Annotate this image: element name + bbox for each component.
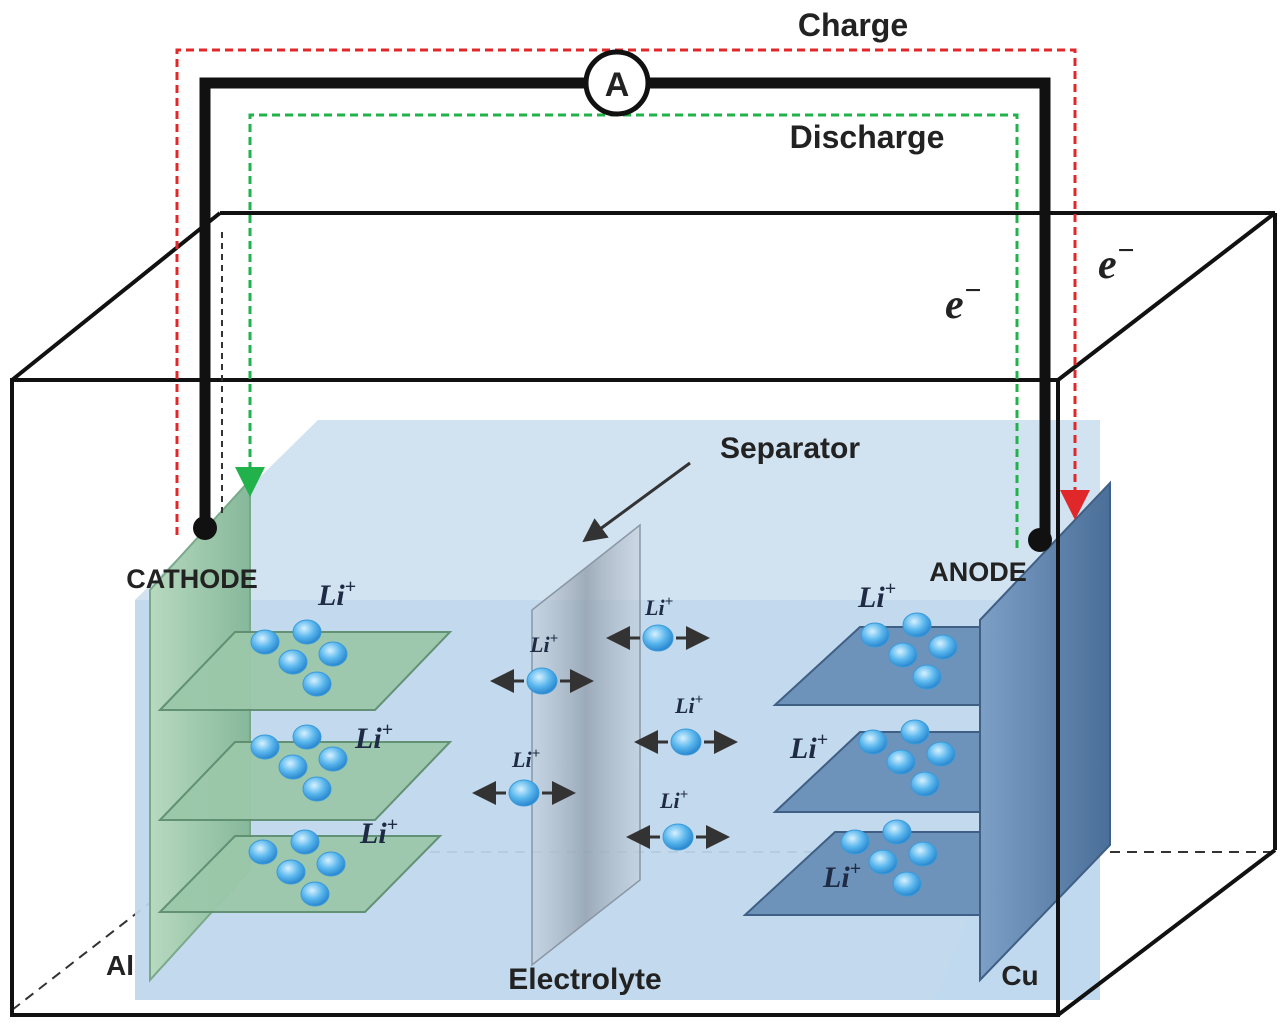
li-ion-particle [302, 671, 332, 697]
li-ion-label: Li+ [354, 719, 393, 755]
cell-box-front [10, 378, 1060, 1017]
li-ion-particle [886, 749, 916, 775]
li-ion-particle [292, 724, 322, 750]
li-ion-particle [316, 851, 346, 877]
li-ion-particle [642, 624, 674, 652]
li-ion-particle [278, 649, 308, 675]
li-ion-particle [278, 754, 308, 780]
li-ion-particle [840, 829, 870, 855]
electron-label-inner: e− [945, 274, 982, 328]
li-ion-particle [892, 871, 922, 897]
li-ion-motion-arrows [472, 626, 738, 849]
li-ion-particle [670, 728, 702, 756]
li-ion-particle [902, 612, 932, 638]
li-ion-particles [248, 612, 958, 907]
anode-label: ANODE [929, 557, 1027, 587]
li-ion-particle [250, 629, 280, 655]
li-ion-label: Li+ [317, 576, 356, 612]
electrolyte-label: Electrolyte [508, 963, 661, 996]
al-collector-label: Al [106, 950, 134, 981]
li-ion-label: Li+ [644, 594, 673, 620]
li-ion-particle [910, 771, 940, 797]
li-ion-particle [292, 619, 322, 645]
li-ion-particle [302, 776, 332, 802]
electron-label-outer: e− [1098, 234, 1135, 288]
cathode-label: CATHODE [126, 564, 258, 594]
cell-box-bottom-right-edge [1056, 848, 1277, 1017]
discharge-label: Discharge [790, 119, 945, 155]
ammeter-label: A [605, 66, 630, 104]
li-ion-particle [318, 746, 348, 772]
li-ion-particle [508, 779, 540, 807]
separator-pointer-arrow [582, 461, 691, 543]
li-ion-particle [858, 729, 888, 755]
li-ion-particle [318, 641, 348, 667]
li-ion-particle [882, 819, 912, 845]
li-ion-particle [250, 734, 280, 760]
li-ion-labels: Li+ Li+ Li+ Li+ Li+ Li+ Li+ Li+ Li+ Li+ … [317, 576, 896, 894]
li-ion-label: Li+ [822, 858, 861, 894]
cu-collector-label: Cu [1001, 960, 1038, 991]
li-ion-particle [300, 881, 330, 907]
li-ion-label: Li+ [529, 631, 558, 657]
li-ion-particle [926, 741, 956, 767]
li-ion-particle [908, 841, 938, 867]
cathode-electrode [149, 477, 453, 983]
charge-label: Charge [798, 7, 908, 43]
li-ion-particle [526, 667, 558, 695]
anode-terminal [1028, 528, 1052, 552]
li-ion-particle [900, 719, 930, 745]
li-ion-particle [662, 823, 694, 851]
li-ion-label: Li+ [789, 729, 828, 765]
li-ion-particle [928, 634, 958, 660]
cell-box-back [10, 211, 1277, 850]
discharge-path [235, 113, 1019, 548]
li-ion-label: Li+ [511, 746, 540, 772]
li-ion-particle [868, 849, 898, 875]
li-ion-particle [888, 642, 918, 668]
li-ion-label: Li+ [674, 692, 703, 718]
li-ion-label: Li+ [359, 814, 398, 850]
li-ion-particle [276, 859, 306, 885]
li-ion-particle [248, 839, 278, 865]
li-ion-particle [290, 829, 320, 855]
li-ion-label: Li+ [857, 578, 896, 614]
separator-label: Separator [720, 432, 860, 465]
li-ion-label: Li+ [659, 787, 688, 813]
cathode-terminal [193, 516, 217, 540]
li-ion-particle [912, 664, 942, 690]
li-ion-particle [860, 622, 890, 648]
ammeter: A [583, 49, 651, 117]
